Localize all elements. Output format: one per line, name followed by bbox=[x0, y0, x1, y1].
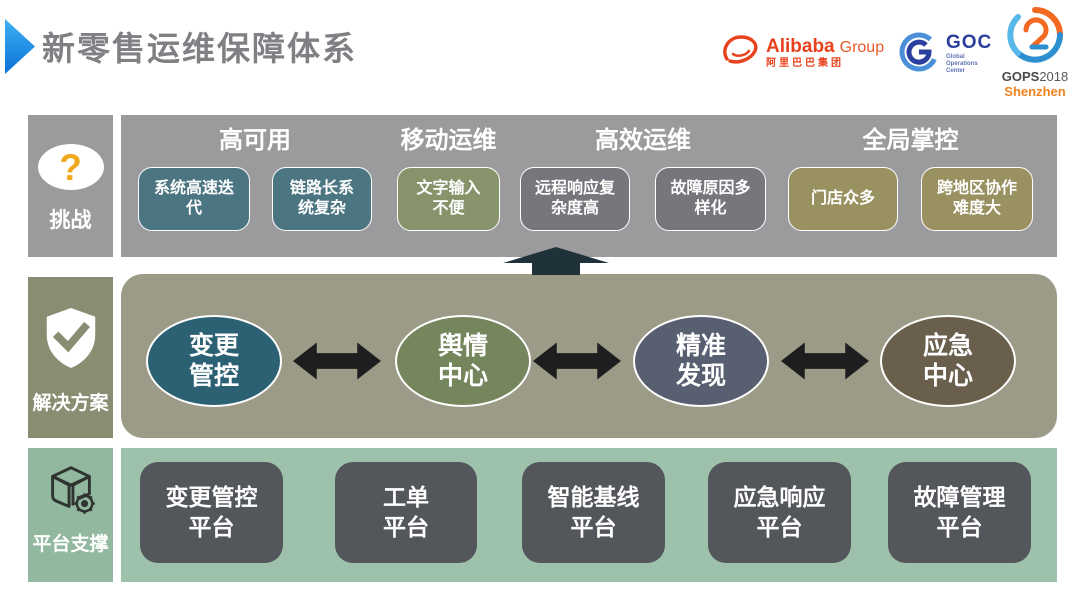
alibaba-brand-text: Alibaba bbox=[766, 36, 835, 57]
platform-item: 工单 平台 bbox=[335, 462, 477, 563]
shield-check-icon bbox=[40, 277, 102, 376]
cube-gear-icon bbox=[40, 448, 102, 525]
goc-logo: GOC Global Operations Center bbox=[897, 28, 995, 80]
challenge-item: 系统高速迭 代 bbox=[138, 167, 250, 231]
platforms-label: 平台支撑 bbox=[32, 534, 109, 555]
challenge-item: 文字输入 不便 bbox=[397, 167, 500, 231]
challenge-group-header: 全局掌控 bbox=[862, 127, 959, 154]
alibaba-chinese-text: 阿里巴巴集团 bbox=[766, 58, 844, 69]
goc-icon bbox=[897, 30, 941, 79]
challenge-group-header: 高可用 bbox=[219, 127, 291, 154]
challenge-item: 门店众多 bbox=[788, 167, 898, 231]
gops-event-text: GOPS bbox=[1001, 69, 1040, 84]
challenge-item: 故障原因多 样化 bbox=[655, 167, 766, 231]
platform-item: 变更管控 平台 bbox=[140, 462, 283, 563]
question-icon: ? bbox=[37, 144, 104, 190]
platform-item: 故障管理 平台 bbox=[888, 462, 1031, 563]
platform-item: 应急响应 平台 bbox=[708, 462, 851, 563]
alibaba-smile-icon bbox=[720, 30, 762, 77]
double-arrow-icon bbox=[781, 342, 869, 380]
up-arrow-icon bbox=[503, 247, 609, 275]
solution-node: 应急 中心 bbox=[880, 315, 1016, 407]
platforms-sidebar: 平台支撑 bbox=[28, 448, 113, 582]
gops-city-text: Shenzhen bbox=[1004, 84, 1066, 99]
solution-node: 精准 发现 bbox=[633, 315, 769, 407]
double-arrow-icon bbox=[533, 342, 621, 380]
goc-abbr-text: GOC bbox=[946, 32, 993, 53]
platform-item: 智能基线 平台 bbox=[522, 462, 665, 563]
solution-node: 变更 管控 bbox=[146, 315, 282, 407]
challenge-item: 远程响应复 杂度高 bbox=[520, 167, 630, 231]
accent-chevron-icon bbox=[5, 19, 35, 74]
challenge-group-header: 高效运维 bbox=[595, 127, 691, 154]
alibaba-logo: Alibaba Group 阿里巴巴集团 bbox=[720, 28, 895, 78]
challenges-sidebar: ? 挑战 bbox=[28, 115, 113, 257]
challenge-item: 链路长系 统复杂 bbox=[272, 167, 372, 231]
alibaba-group-text: Group bbox=[839, 39, 885, 56]
solutions-sidebar: 解决方案 bbox=[28, 277, 113, 438]
gops-year-text: 2018 bbox=[1039, 69, 1069, 84]
challenges-band: 高可用 移动运维 高效运维 全局掌控 系统高速迭 代 链路长系 统复杂 文字输入… bbox=[121, 115, 1057, 257]
platforms-band: 变更管控 平台 工单 平台 智能基线 平台 应急响应 平台 故障管理 平台 bbox=[121, 448, 1057, 582]
solutions-band: 变更 管控 舆情 中心 精准 发现 应急 中心 bbox=[121, 274, 1057, 438]
challenge-group-header: 移动运维 bbox=[400, 127, 497, 154]
solution-node: 舆情 中心 bbox=[395, 315, 531, 407]
challenge-item: 跨地区协作 难度大 bbox=[921, 167, 1033, 231]
gops-logo: GOPS2018 Shenzhen bbox=[1001, 6, 1069, 99]
double-arrow-icon bbox=[293, 342, 381, 380]
challenges-label: 挑战 bbox=[49, 209, 92, 232]
gops-swirl-icon bbox=[1006, 6, 1064, 69]
goc-subtitle-text: Global Operations Center bbox=[946, 54, 978, 74]
page-title: 新零售运维保障体系 bbox=[42, 30, 357, 67]
solutions-label: 解决方案 bbox=[32, 393, 109, 414]
